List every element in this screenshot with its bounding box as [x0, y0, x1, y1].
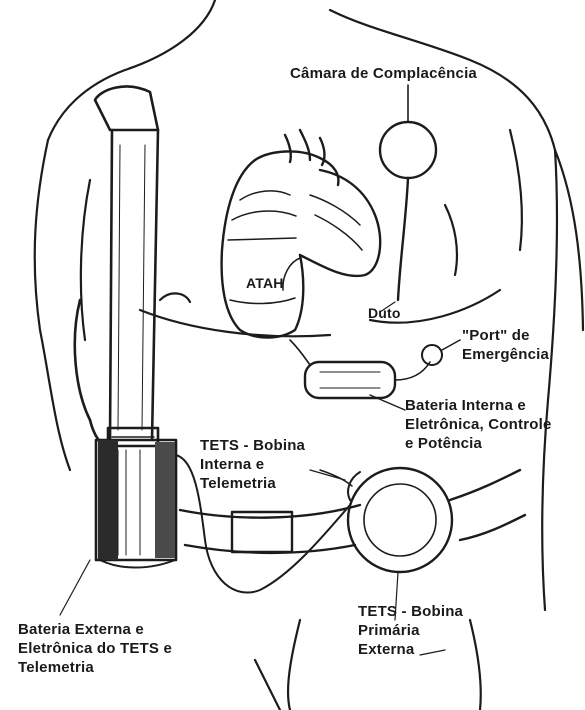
label-duto: Duto: [368, 304, 401, 323]
label-emergency-port-line-1: "Port" de: [462, 326, 549, 345]
label-internal-battery: Bateria Interna e Eletrônica, Controle e…: [405, 396, 552, 453]
label-internal-battery-line-1: Bateria Interna e: [405, 396, 552, 415]
label-tets-primary-coil: TETS - Bobina Primária Externa: [358, 602, 463, 659]
label-emergency-port: "Port" de Emergência: [462, 326, 549, 364]
label-external-battery-line-2: Eletrônica do TETS e: [18, 639, 172, 658]
label-tets-internal-coil-line-3: Telemetria: [200, 474, 305, 493]
atah-heart-device: [222, 130, 381, 338]
label-tets-internal-coil-line-1: TETS - Bobina: [200, 436, 305, 455]
label-emergency-port-line-2: Emergência: [462, 345, 549, 364]
label-tets-internal-coil: TETS - Bobina Interna e Telemetria: [200, 436, 305, 493]
label-tets-primary-coil-line-2: Primária: [358, 621, 463, 640]
tets-primary-coil: [348, 468, 452, 572]
label-tets-internal-coil-line-2: Interna e: [200, 455, 305, 474]
label-external-battery-line-1: Bateria Externa e: [18, 620, 172, 639]
compliance-chamber: [380, 85, 436, 300]
label-internal-battery-line-3: e Potência: [405, 434, 552, 453]
label-tets-primary-coil-line-3: Externa: [358, 640, 463, 659]
label-atah: ATAH: [246, 274, 284, 293]
external-battery-pack: [96, 440, 176, 568]
label-tets-primary-coil-line-1: TETS - Bobina: [358, 602, 463, 621]
shoulder-strap: [75, 87, 158, 447]
label-external-battery: Bateria Externa e Eletrônica do TETS e T…: [18, 620, 172, 677]
emergency-port: [422, 340, 460, 365]
label-internal-battery-line-2: Eletrônica, Controle: [405, 415, 552, 434]
label-external-battery-line-3: Telemetria: [18, 658, 172, 677]
label-compliance-chamber: Câmara de Complacência: [290, 64, 477, 83]
